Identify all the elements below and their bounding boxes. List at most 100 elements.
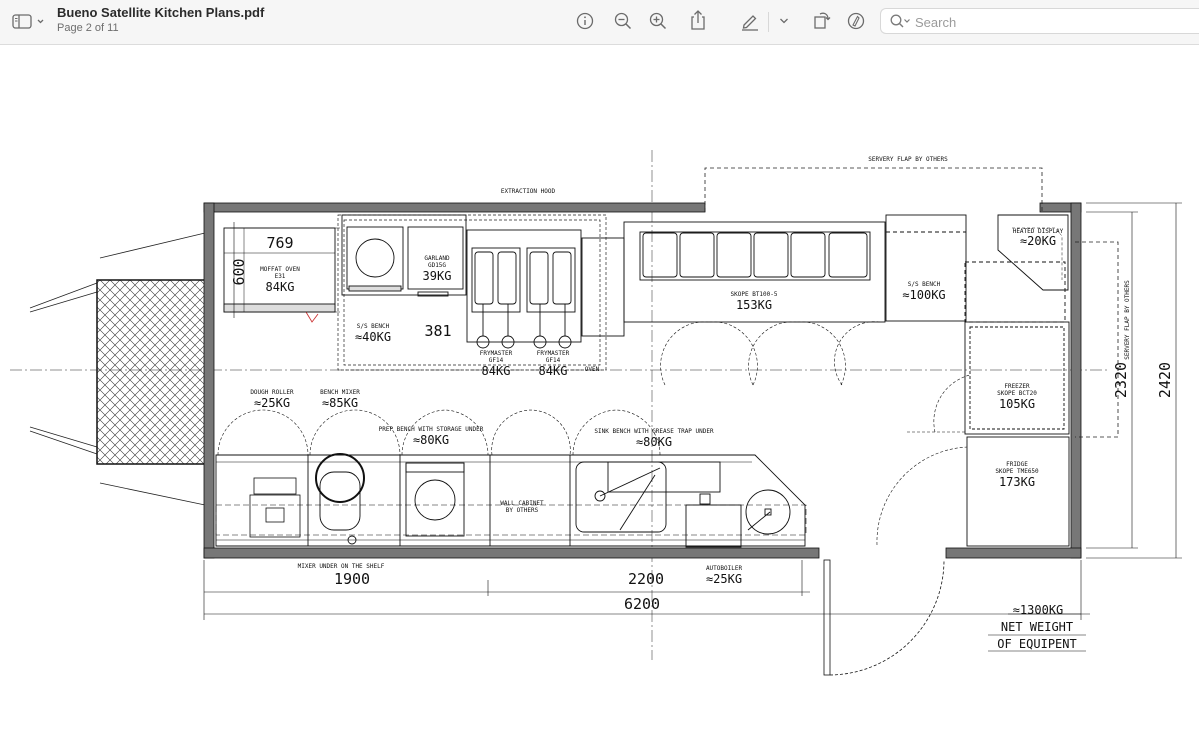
prep-bench-appliance bbox=[405, 462, 465, 537]
pen-icon bbox=[742, 15, 758, 31]
zoom-in-button[interactable] bbox=[646, 9, 670, 33]
gap-dim: 381 bbox=[424, 322, 451, 340]
zoom-out-icon bbox=[614, 12, 632, 30]
moffat-depth-dim: 600 bbox=[230, 258, 248, 285]
search-icon bbox=[890, 14, 910, 28]
frymaster2-label: FRYMASTER bbox=[537, 350, 570, 357]
trailer-walls bbox=[203, 202, 1082, 559]
freezer-label: FREEZER bbox=[1004, 383, 1030, 390]
fridge-model: SKOPE TME650 bbox=[995, 468, 1039, 475]
bench-mixer bbox=[315, 453, 365, 545]
frymaster1-model: GF14 bbox=[489, 357, 504, 364]
fridge bbox=[966, 436, 1070, 547]
dough-roller-weight: ≈25KG bbox=[254, 396, 290, 410]
search-input[interactable] bbox=[915, 13, 1185, 31]
bench-mixer-weight: ≈85KG bbox=[322, 396, 358, 410]
fridge-label: FRIDGE bbox=[1006, 461, 1028, 468]
ss-bench-right-weight: ≈100KG bbox=[902, 288, 945, 302]
sink-bench-weight: ≈80KG bbox=[636, 435, 672, 449]
moffat-label: MOFFAT OVEN bbox=[260, 266, 300, 273]
garland-label: GARLAND bbox=[424, 255, 450, 262]
freezer-model: SKOPE BCT20 bbox=[997, 390, 1037, 397]
frymaster2-model: GF14 bbox=[546, 357, 561, 364]
autoboiler bbox=[745, 489, 791, 535]
sink-bench-label: SINK BENCH WITH GREASE TRAP UNDER bbox=[594, 428, 714, 435]
total-weight: ≈1300KG bbox=[1013, 603, 1064, 617]
dim-6200: 6200 bbox=[624, 595, 660, 613]
skope-display-weight: 153KG bbox=[736, 298, 772, 312]
share-button[interactable] bbox=[686, 8, 710, 32]
toolbar-divider bbox=[768, 12, 769, 32]
chevron-down-icon bbox=[780, 18, 788, 24]
skope-display bbox=[623, 221, 886, 323]
wall-cabinet-label: WALL CABINET bbox=[500, 500, 544, 507]
heated-display-weight: ≈20KG bbox=[1020, 234, 1056, 248]
garland-weight: 39KG bbox=[423, 269, 452, 283]
sidebar-icon bbox=[12, 14, 44, 29]
mixer-under-label: MIXER UNDER ON THE SHELF bbox=[298, 563, 385, 570]
dim-2200: 2200 bbox=[628, 570, 664, 588]
dimension-lines bbox=[203, 202, 1182, 652]
sidebar-toggle-button[interactable] bbox=[8, 10, 48, 32]
markup-menu-button[interactable] bbox=[776, 11, 792, 31]
entry-door bbox=[823, 559, 945, 676]
share-icon bbox=[691, 10, 705, 30]
heated-display bbox=[997, 214, 1069, 291]
wall-cabinet-sub: BY OTHERS bbox=[506, 507, 539, 514]
ss-bench-right bbox=[885, 214, 967, 322]
heated-display-label: HEATED DISPLAY bbox=[1013, 228, 1064, 235]
autoboiler-weight: ≈25KG bbox=[706, 572, 742, 586]
servery-flap-right-label: SERVERY FLAP BY OTHERS bbox=[1124, 280, 1131, 360]
ss-bench-left-label: S/S BENCH bbox=[357, 323, 390, 330]
rotate-icon bbox=[814, 12, 831, 29]
wall-cabinet-outline bbox=[215, 504, 807, 536]
dim-2420: 2420 bbox=[1156, 362, 1174, 398]
pdf-page: EXTRACTION HOOD SERVERY FLAP BY OTHERS S… bbox=[0, 46, 1199, 741]
freezer-weight: 105KG bbox=[999, 397, 1035, 411]
extraction-hood-label: EXTRACTION HOOD bbox=[501, 188, 556, 195]
frymaster1-weight: 84KG bbox=[482, 364, 511, 378]
servery-flap-top-label: SERVERY FLAP BY OTHERS bbox=[868, 156, 948, 163]
toolbar: Bueno Satellite Kitchen Plans.pdf Page 2… bbox=[0, 0, 1199, 45]
ss-bench-hood bbox=[581, 237, 625, 337]
prep-bench-label: PREP BENCH WITH STORAGE UNDER bbox=[379, 426, 484, 433]
dim-2320: 2320 bbox=[1112, 362, 1130, 398]
search-field[interactable] bbox=[880, 8, 1199, 34]
frymaster1-label: FRYMASTER bbox=[480, 350, 513, 357]
bench-mixer-label: BENCH MIXER bbox=[320, 389, 360, 396]
zoom-in-icon bbox=[649, 12, 667, 30]
document-title: Bueno Satellite Kitchen Plans.pdf bbox=[57, 5, 265, 20]
page-indicator: Page 2 of 11 bbox=[57, 22, 119, 34]
sink bbox=[575, 461, 742, 548]
drawbar-grating bbox=[96, 279, 206, 465]
net-weight-label: NET WEIGHT bbox=[1001, 620, 1073, 634]
prep-bench-weight: ≈80KG bbox=[413, 433, 449, 447]
autoboiler-label: AUTOBOILER bbox=[706, 565, 743, 572]
dim-1900: 1900 bbox=[334, 570, 370, 588]
skope-display-label: SKOPE BT100-5 bbox=[731, 291, 778, 298]
ss-bench-right-label: S/S BENCH bbox=[908, 281, 941, 288]
garland-model: GD15G bbox=[428, 262, 446, 269]
garland-unit bbox=[341, 214, 467, 297]
ss-bench-left-weight: ≈40KG bbox=[355, 330, 391, 344]
rotate-button[interactable] bbox=[809, 8, 833, 32]
markup-button[interactable] bbox=[738, 9, 762, 33]
zoom-out-button[interactable] bbox=[611, 9, 635, 33]
info-icon bbox=[576, 12, 594, 30]
frymaster2-weight: 84KG bbox=[539, 364, 568, 378]
trailer-drawbar bbox=[29, 232, 206, 506]
oven-note: OVEN bbox=[585, 366, 600, 373]
moffat-dims bbox=[230, 222, 340, 318]
freezer bbox=[964, 261, 1070, 435]
dough-roller-label: DOUGH ROLLER bbox=[250, 389, 294, 396]
dough-roller bbox=[249, 477, 301, 538]
info-button[interactable] bbox=[573, 9, 597, 33]
moffat-weight: 84KG bbox=[266, 280, 295, 294]
annotate-icon bbox=[847, 12, 865, 30]
fridge-weight: 173KG bbox=[999, 475, 1035, 489]
moffat-width-dim: 769 bbox=[266, 234, 293, 252]
annotate-button[interactable] bbox=[844, 9, 868, 33]
frymasters bbox=[466, 229, 582, 349]
kitchen-floor-plan: EXTRACTION HOOD SERVERY FLAP BY OTHERS S… bbox=[10, 150, 1182, 676]
moffat-model: E31 bbox=[275, 273, 286, 280]
